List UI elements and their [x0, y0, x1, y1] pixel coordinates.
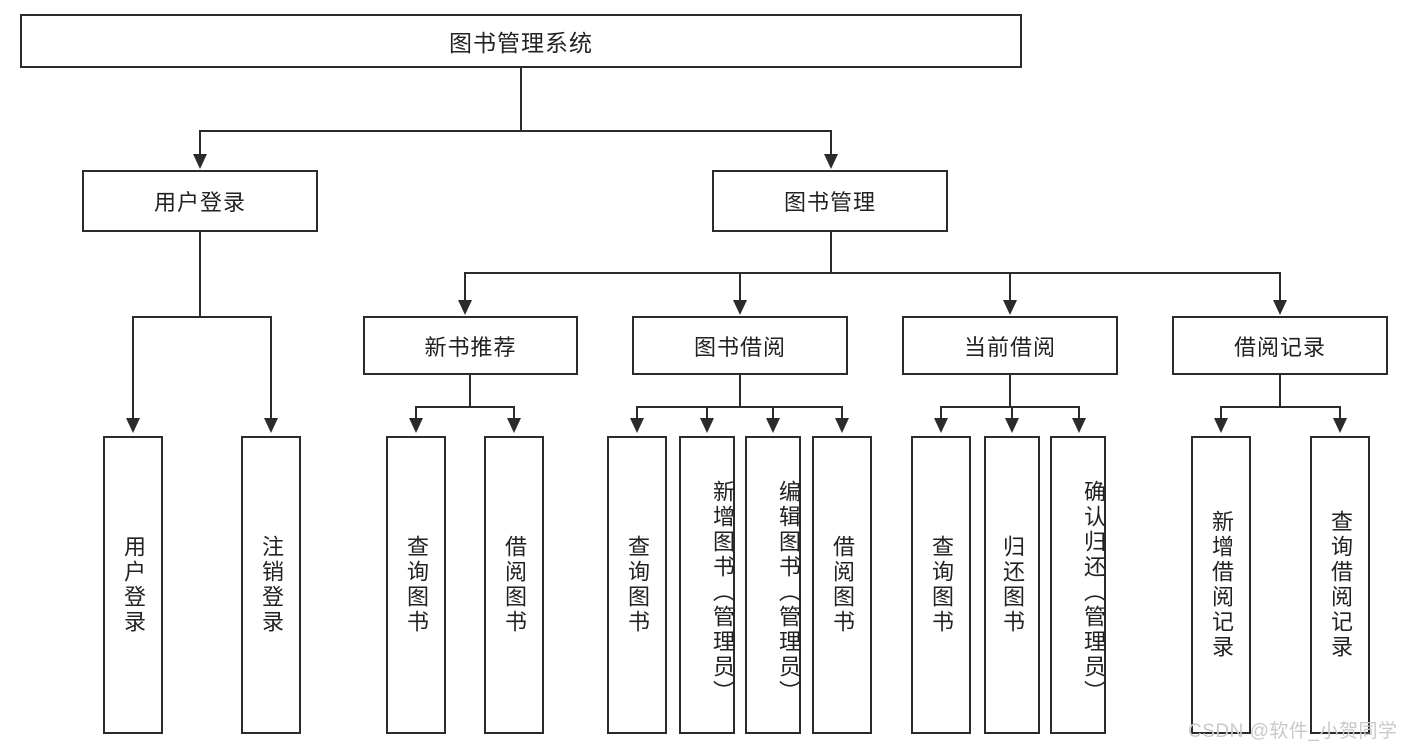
arrow-to-leaf-9 — [934, 418, 948, 433]
leaf-logout[interactable]: 注销登录 — [241, 436, 301, 734]
connector-drop-leaf-7 — [772, 406, 774, 420]
node-label: 编辑图书（管理员） — [776, 479, 801, 705]
node-label: 归还图书 — [1000, 535, 1025, 635]
connector-drop-book-manage — [830, 130, 832, 156]
arrow-to-leaf-10 — [1005, 418, 1019, 433]
arrow-to-leaf-2 — [264, 418, 278, 433]
node-label: 新增图书（管理员） — [710, 479, 735, 705]
arrow-to-leaf-5 — [630, 418, 644, 433]
node-label: 图书管理系统 — [449, 30, 593, 56]
connector-new-book-trunk — [469, 375, 471, 407]
connector-current-borrow-trunk — [1009, 375, 1011, 407]
arrow-to-leaf-4 — [507, 418, 521, 433]
connector-drop-leaf-5 — [636, 406, 638, 420]
watermark: CSDN @软件_小贺同学 — [1188, 721, 1398, 742]
leaf-borrow-book-recommend[interactable]: 借阅图书 — [484, 436, 544, 734]
leaf-add-book-admin[interactable]: 新增图书（管理员） — [679, 436, 735, 734]
arrow-to-leaf-6 — [700, 418, 714, 433]
connector-drop-leaf-10 — [1011, 406, 1013, 420]
node-label: 查询图书 — [625, 535, 650, 635]
connector-drop-leaf-3 — [415, 406, 417, 420]
connector-drop-book-borrow — [739, 272, 741, 302]
connector-drop-leaf-6 — [706, 406, 708, 420]
leaf-add-borrow-record[interactable]: 新增借阅记录 — [1191, 436, 1251, 734]
arrow-to-current-borrow — [1003, 300, 1017, 315]
node-label: 查询图书 — [929, 535, 954, 635]
connector-drop-leaf-8 — [841, 406, 843, 420]
node-current-borrow[interactable]: 当前借阅 — [902, 316, 1118, 375]
arrow-to-leaf-3 — [409, 418, 423, 433]
node-label: 确认归还（管理员） — [1081, 479, 1106, 705]
arrow-to-leaf-12 — [1214, 418, 1228, 433]
node-label: 注销登录 — [259, 535, 284, 635]
leaf-edit-book-admin[interactable]: 编辑图书（管理员） — [745, 436, 801, 734]
arrow-to-leaf-1 — [126, 418, 140, 433]
connector-drop-borrow-record — [1279, 272, 1281, 302]
connector-user-login-bus — [132, 316, 270, 318]
node-label: 当前借阅 — [963, 334, 1056, 360]
node-new-book-recommend[interactable]: 新书推荐 — [363, 316, 578, 375]
leaf-query-book-current[interactable]: 查询图书 — [911, 436, 971, 734]
arrow-to-user-login — [193, 154, 207, 169]
arrow-to-borrow-record — [1273, 300, 1287, 315]
leaf-return-book[interactable]: 归还图书 — [984, 436, 1040, 734]
connector-drop-new-book — [464, 272, 466, 302]
connector-drop-leaf-11 — [1078, 406, 1080, 420]
connector-borrow-record-trunk — [1279, 375, 1281, 407]
arrow-to-leaf-7 — [766, 418, 780, 433]
connector-drop-current-borrow — [1009, 272, 1011, 302]
arrow-to-leaf-11 — [1072, 418, 1086, 433]
connector-drop-leaf-2 — [270, 316, 272, 420]
connector-drop-user-login — [199, 130, 201, 156]
node-label: 借阅图书 — [830, 535, 855, 635]
node-label: 查询图书 — [404, 535, 429, 635]
node-label: 图书借阅 — [693, 334, 786, 360]
connector-drop-leaf-9 — [940, 406, 942, 420]
arrow-to-new-book — [458, 300, 472, 315]
node-label: 用户登录 — [121, 535, 146, 635]
connector-root-trunk — [520, 68, 522, 130]
connector-book-manage-trunk — [830, 232, 832, 273]
arrow-to-book-borrow — [733, 300, 747, 315]
node-book-management[interactable]: 图书管理 — [712, 170, 948, 232]
leaf-confirm-return-admin[interactable]: 确认归还（管理员） — [1050, 436, 1106, 734]
connector-root-bus — [199, 130, 831, 132]
arrow-to-leaf-13 — [1333, 418, 1347, 433]
leaf-query-borrow-record[interactable]: 查询借阅记录 — [1310, 436, 1370, 734]
node-label: 图书管理 — [783, 190, 876, 215]
node-borrow-record[interactable]: 借阅记录 — [1172, 316, 1388, 375]
connector-drop-leaf-12 — [1220, 406, 1222, 420]
node-label: 借阅图书 — [502, 535, 527, 635]
connector-drop-leaf-1 — [132, 316, 134, 420]
connector-drop-leaf-4 — [513, 406, 515, 420]
leaf-borrow-book[interactable]: 借阅图书 — [812, 436, 872, 734]
node-root-system[interactable]: 图书管理系统 — [20, 14, 1022, 68]
connector-book-borrow-bus — [636, 406, 842, 408]
leaf-user-login[interactable]: 用户登录 — [103, 436, 163, 734]
arrow-to-leaf-8 — [835, 418, 849, 433]
connector-current-borrow-bus — [940, 406, 1078, 408]
node-user-login[interactable]: 用户登录 — [82, 170, 318, 232]
connector-borrow-record-bus — [1220, 406, 1340, 408]
node-label: 新书推荐 — [424, 334, 517, 360]
connector-drop-leaf-13 — [1339, 406, 1341, 420]
connector-level3-bus — [464, 272, 1280, 274]
connector-book-borrow-trunk — [739, 375, 741, 407]
arrow-to-book-manage — [824, 154, 838, 169]
node-label: 查询借阅记录 — [1328, 510, 1353, 660]
leaf-query-book-recommend[interactable]: 查询图书 — [386, 436, 446, 734]
connector-new-book-bus — [415, 406, 515, 408]
node-label: 用户登录 — [153, 190, 246, 215]
connector-user-login-trunk — [199, 232, 201, 316]
node-label: 新增借阅记录 — [1209, 510, 1234, 660]
node-book-borrow[interactable]: 图书借阅 — [632, 316, 848, 375]
leaf-query-book-borrow[interactable]: 查询图书 — [607, 436, 667, 734]
node-label: 借阅记录 — [1233, 334, 1326, 360]
